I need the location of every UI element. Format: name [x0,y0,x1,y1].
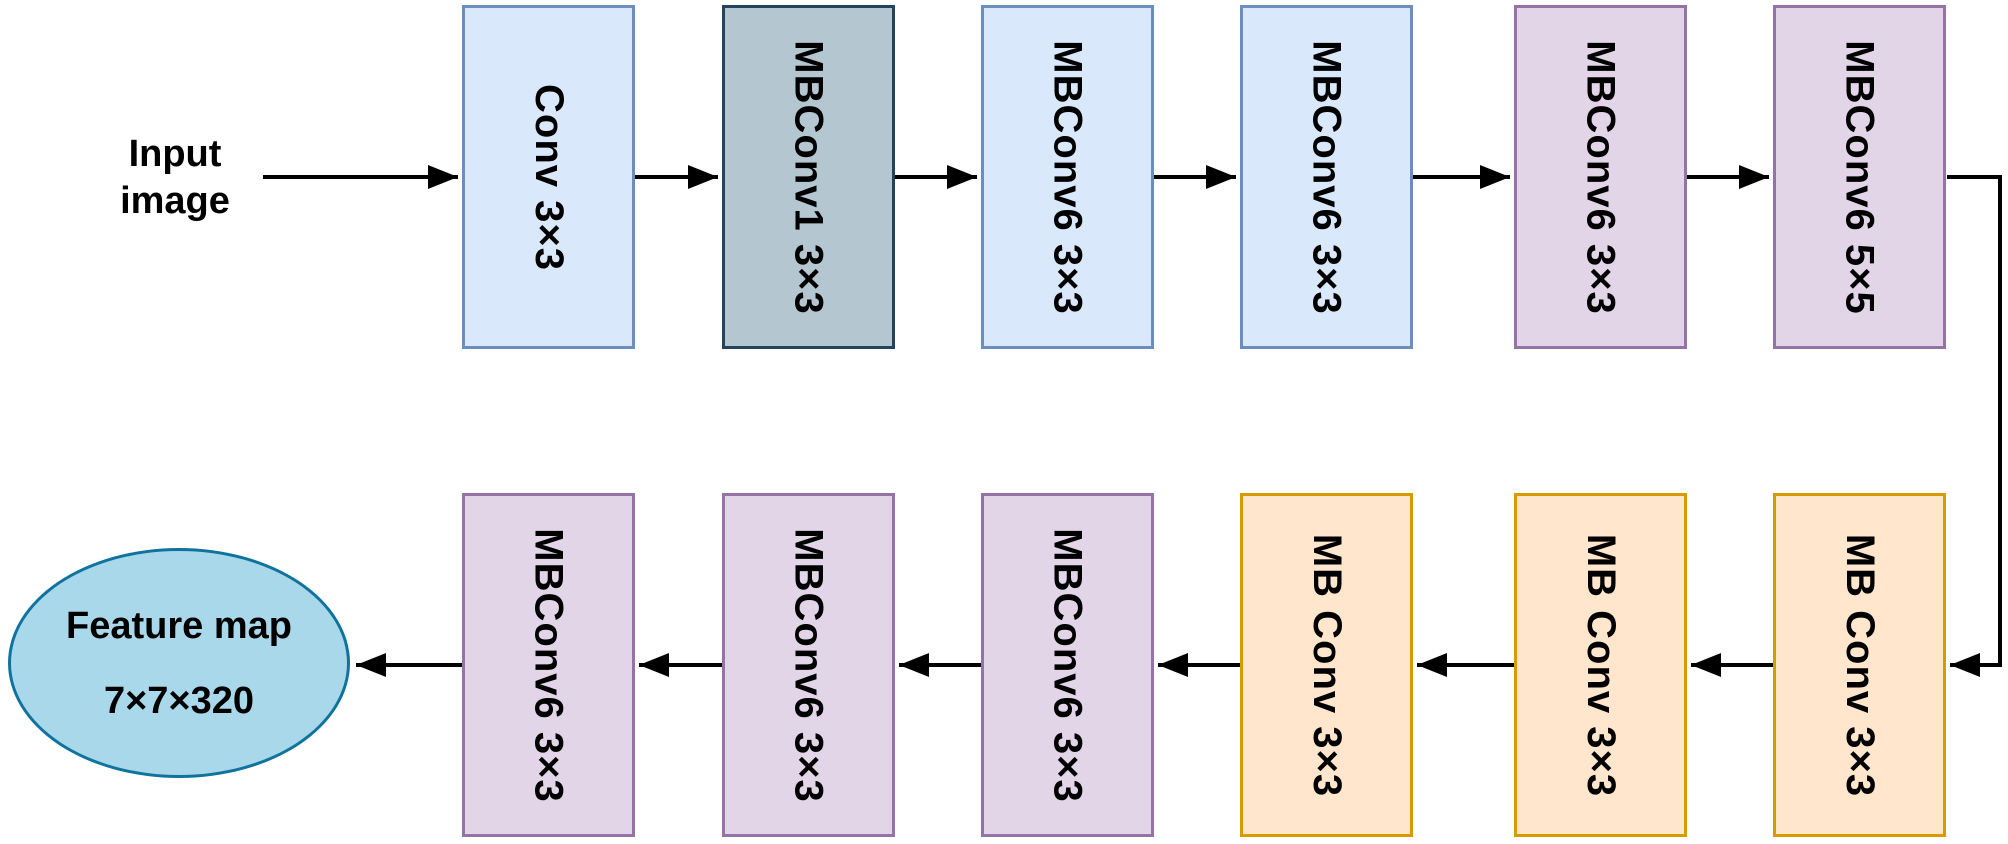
node-mbconv6-3x3-a: MBConv6 3×3 [981,5,1154,349]
node-label: MB Conv 3×3 [1838,533,1883,797]
input-label-line1: Input [128,133,222,175]
node-label: MBConv6 3×3 [787,527,832,803]
node-label: MBConv6 3×3 [1305,39,1350,315]
node-mbconv6-3x3-f: MBConv6 3×3 [462,493,635,837]
node-mbconv1-3x3: MBConv1 3×3 [722,5,895,349]
input-label-line2: image [120,180,230,222]
node-conv-3x3: Conv 3×3 [462,5,635,349]
node-label: MB Conv 3×3 [1305,533,1350,797]
node-label: MBConv6 5×5 [1838,39,1883,315]
node-feature-map: Feature map 7×7×320 [8,548,350,778]
input-image-label: Input image [55,131,295,225]
node-mb-conv-3x3-c: MB Conv 3×3 [1240,493,1413,837]
node-label: MBConv6 3×3 [1579,39,1624,315]
node-label: MBConv6 3×3 [1046,527,1091,803]
node-mbconv6-3x3-c: MBConv6 3×3 [1514,5,1687,349]
node-label: MBConv6 3×3 [1046,39,1091,315]
node-mbconv6-5x5: MBConv6 5×5 [1773,5,1946,349]
node-label: Conv 3×3 [527,83,571,271]
arrow-stage-connector [1947,175,2002,677]
node-mb-conv-3x3-b: MB Conv 3×3 [1514,493,1687,837]
node-mb-conv-3x3-a: MB Conv 3×3 [1773,493,1946,837]
node-mbconv6-3x3-d: MBConv6 3×3 [981,493,1154,837]
feature-map-label: Feature map [66,604,292,647]
feature-map-shape: 7×7×320 [103,679,255,722]
node-mbconv6-3x3-b: MBConv6 3×3 [1240,5,1413,349]
node-label: MB Conv 3×3 [1579,533,1624,797]
node-label: MBConv1 3×3 [787,39,832,315]
node-mbconv6-3x3-e: MBConv6 3×3 [722,493,895,837]
node-label: MBConv6 3×3 [527,527,572,803]
